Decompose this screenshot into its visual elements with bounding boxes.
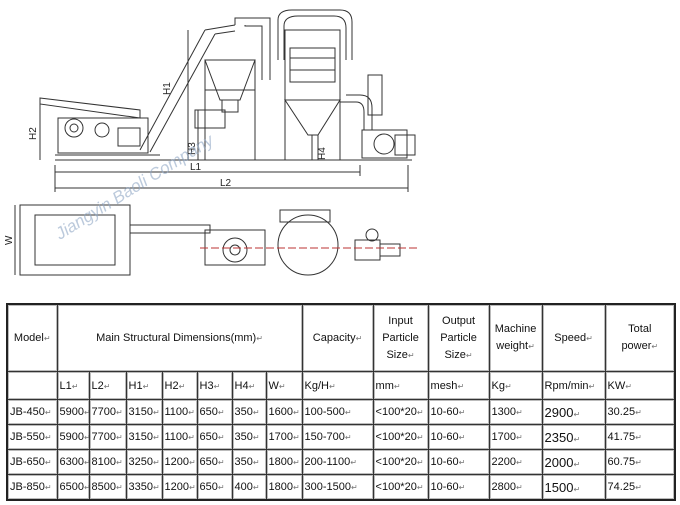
model-cell: JB-650↵ — [6, 449, 58, 475]
h4-cell: 400↵ — [231, 474, 267, 501]
weight-cell: 2200↵ — [488, 449, 543, 475]
input-cell: <100*20↵ — [372, 474, 429, 501]
header-row: Model↵ Main Structural Dimensions(mm)↵ C… — [6, 303, 676, 372]
l2-cell: 8100↵ — [88, 449, 127, 475]
weight-cell: 2800↵ — [488, 474, 543, 501]
l1-cell: 5900↵ — [56, 399, 90, 425]
w-cell: 1800↵ — [265, 474, 303, 501]
unit-h3: H3↵ — [196, 371, 233, 400]
l2-cell: 7700↵ — [88, 399, 127, 425]
side-elevation — [39, 9, 416, 192]
l2-cell: 7700↵ — [88, 424, 127, 450]
h1-cell: 3250↵ — [125, 449, 163, 475]
h3-cell: 650↵ — [196, 449, 233, 475]
w-cell: 1700↵ — [265, 424, 303, 450]
h3-label: H3 — [187, 142, 198, 155]
output-cell: 10-60↵ — [427, 474, 490, 501]
unit-h2: H2↵ — [161, 371, 198, 400]
machine-drawing: H1 H2 H3 H4 L1 L2 W Jiangyin Baoli Compa… — [4, 9, 420, 276]
model-cell: JB-550↵ — [6, 424, 58, 450]
h1-label: H1 — [162, 82, 173, 95]
table-row: JB-550↵ 5900↵ 7700↵ 3150↵ 1100↵ 650↵ 350… — [6, 424, 676, 450]
power-cell: 41.75↵ — [604, 424, 676, 450]
h3-cell: 650↵ — [196, 474, 233, 501]
model-cell: JB-450↵ — [6, 399, 58, 425]
speed-cell: 1500↵ — [541, 474, 606, 501]
table-row: JB-450↵ 5900↵ 7700↵ 3150↵ 1100↵ 650↵ 350… — [6, 399, 676, 425]
l2-label: L2 — [220, 178, 232, 189]
w-label: W — [4, 235, 15, 245]
unit-h4: H4↵ — [231, 371, 267, 400]
input-cell: <100*20↵ — [372, 449, 429, 475]
unit-capacity: Kg/H↵ — [301, 371, 374, 400]
h4-cell: 350↵ — [231, 424, 267, 450]
h2-cell: 1100↵ — [161, 399, 198, 425]
h3-cell: 650↵ — [196, 424, 233, 450]
unit-input: mm↵ — [372, 371, 429, 400]
input-cell: <100*20↵ — [372, 399, 429, 425]
unit-l2: L2↵ — [88, 371, 127, 400]
output-cell: 10-60↵ — [427, 399, 490, 425]
w-cell: 1600↵ — [265, 399, 303, 425]
plan-view — [14, 204, 420, 276]
speed-header: Speed↵ — [541, 303, 606, 372]
h1-cell: 3150↵ — [125, 424, 163, 450]
unit-l1: L1↵ — [56, 371, 90, 400]
h1-cell: 3150↵ — [125, 399, 163, 425]
unit-power: KW↵ — [604, 371, 676, 400]
h1-cell: 3350↵ — [125, 474, 163, 501]
capacity-cell: 100-500↵ — [301, 399, 374, 425]
power-cell: 74.25↵ — [604, 474, 676, 501]
h2-label: H2 — [28, 127, 39, 140]
h3-cell: 650↵ — [196, 399, 233, 425]
capacity-cell: 300-1500↵ — [301, 474, 374, 501]
h2-cell: 1200↵ — [161, 474, 198, 501]
h4-cell: 350↵ — [231, 449, 267, 475]
model-cell: JB-850↵ — [6, 474, 58, 501]
model-header: Model↵ — [6, 303, 58, 372]
dimensions-header: Main Structural Dimensions(mm)↵ — [56, 303, 303, 372]
capacity-header: Capacity↵ — [301, 303, 374, 372]
unit-speed: Rpm/min↵ — [541, 371, 606, 400]
watermark: Jiangyin Baoli Company — [51, 130, 218, 244]
table-row: JB-650↵ 6300↵ 8100↵ 3250↵ 1200↵ 650↵ 350… — [6, 449, 676, 475]
unit-output: mesh↵ — [427, 371, 490, 400]
power-cell: 60.75↵ — [604, 449, 676, 475]
speed-cell: 2000↵ — [541, 449, 606, 475]
h4-cell: 350↵ — [231, 399, 267, 425]
h2-cell: 1100↵ — [161, 424, 198, 450]
l1-label: L1 — [190, 162, 202, 173]
h4-label: H4 — [317, 147, 328, 160]
output-cell: 10-60↵ — [427, 424, 490, 450]
l1-cell: 6300↵ — [56, 449, 90, 475]
unit-h1: H1↵ — [125, 371, 163, 400]
l2-cell: 8500↵ — [88, 474, 127, 501]
table-row: JB-850↵ 6500↵ 8500↵ 3350↵ 1200↵ 650↵ 400… — [6, 474, 676, 501]
capacity-cell: 150-700↵ — [301, 424, 374, 450]
speed-cell: 2900↵ — [541, 399, 606, 425]
units-row: L1↵ L2↵ H1↵ H2↵ H3↵ H4↵ W↵ Kg/H↵ mm↵ mes… — [6, 371, 676, 400]
unit-w: W↵ — [265, 371, 303, 400]
w-cell: 1800↵ — [265, 449, 303, 475]
input-cell: <100*20↵ — [372, 424, 429, 450]
power-cell: 30.25↵ — [604, 399, 676, 425]
l1-cell: 5900↵ — [56, 424, 90, 450]
output-cell: 10-60↵ — [427, 449, 490, 475]
h2-cell: 1200↵ — [161, 449, 198, 475]
unit-weight: Kg↵ — [488, 371, 543, 400]
spec-table: Model↵ Main Structural Dimensions(mm)↵ C… — [6, 303, 677, 501]
l1-cell: 6500↵ — [56, 474, 90, 501]
weight-cell: 1700↵ — [488, 424, 543, 450]
speed-cell: 2350↵ — [541, 424, 606, 450]
units-cell-empty — [6, 371, 58, 400]
weight-cell: 1300↵ — [488, 399, 543, 425]
capacity-cell: 200-1100↵ — [301, 449, 374, 475]
